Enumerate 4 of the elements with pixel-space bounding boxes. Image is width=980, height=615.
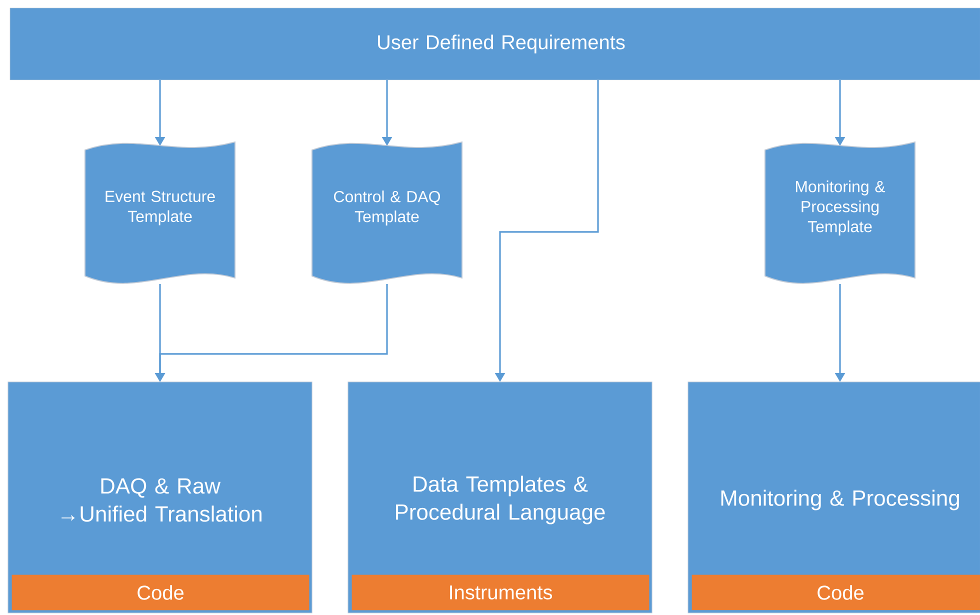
label-bar: Code: [692, 574, 980, 610]
header-bar: User Defined Requirements: [10, 8, 980, 80]
label-bar: Instruments: [352, 574, 650, 610]
label-bar: Code: [12, 574, 310, 610]
